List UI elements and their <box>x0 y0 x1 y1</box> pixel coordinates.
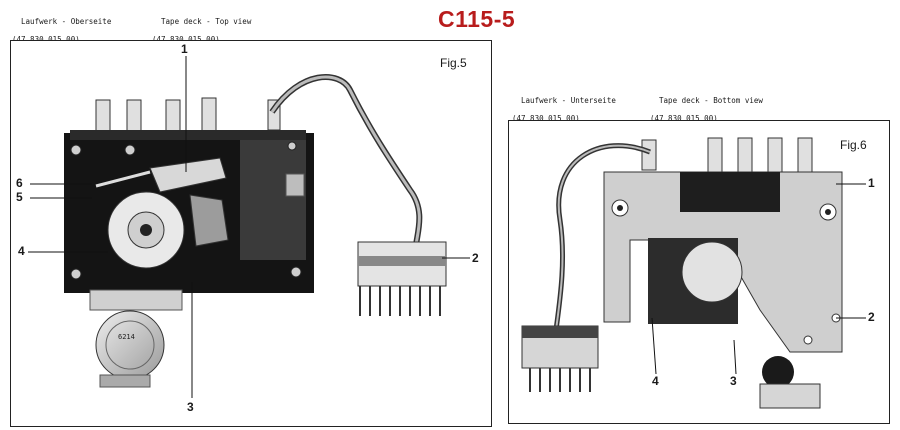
fig6-callout-2: 2 <box>868 310 875 324</box>
header-label: Tape deck - Top view <box>161 17 252 26</box>
fig6-callout-4: 4 <box>652 374 659 388</box>
header-label: Tape deck - Bottom view <box>659 96 763 105</box>
fig5-callout-3: 3 <box>187 400 194 414</box>
fig6-label: Fig.6 <box>840 138 867 152</box>
fig5-motor-text: 6214 <box>118 333 135 341</box>
fig6-drawing <box>521 137 866 409</box>
fig6-callout-3: 3 <box>730 374 737 388</box>
header-label: Laufwerk - Oberseite <box>21 17 112 26</box>
fig5-drawing <box>28 56 470 398</box>
header-code: (47 830 015 00) <box>152 35 220 44</box>
fig5-label: Fig.5 <box>440 56 467 70</box>
fig5-callout-1: 1 <box>181 42 188 56</box>
fig5-callout-2: 2 <box>472 251 479 265</box>
fig5-lever <box>149 157 227 193</box>
fig5-callout-5: 5 <box>16 190 23 204</box>
header-code: (47 830 015 00) <box>650 114 718 123</box>
fig5-callout-4: 4 <box>18 244 25 258</box>
fig6-callout-1: 1 <box>868 176 875 190</box>
fig6-pulley <box>762 356 794 388</box>
header-code: (47 830 015 00) <box>12 35 80 44</box>
fig5-callout-6: 6 <box>16 176 23 190</box>
header-code: (47 830 015 00) <box>512 114 580 123</box>
page-title: C115-5 <box>438 6 516 32</box>
header-label: Laufwerk - Unterseite <box>521 96 616 105</box>
